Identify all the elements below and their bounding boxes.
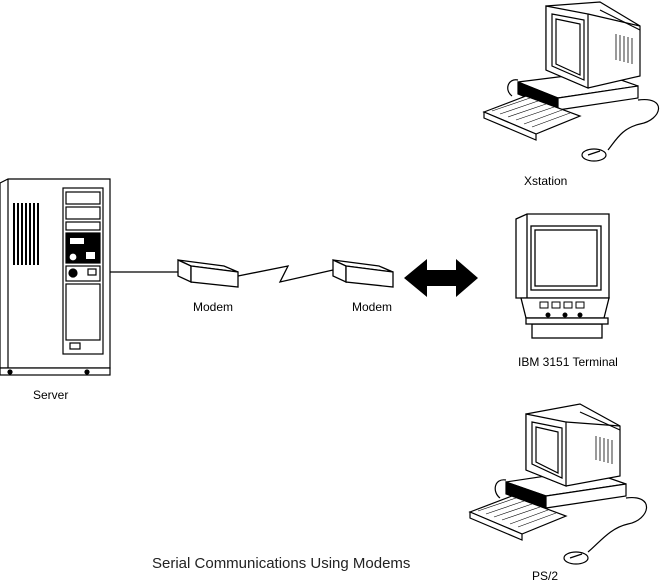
- xstation-label: Xstation: [524, 174, 567, 188]
- modem-left-icon: [177, 258, 239, 288]
- ibm-3151-terminal-icon: [515, 213, 610, 339]
- bidirectional-arrow-icon: [404, 259, 478, 297]
- modem-right-icon: [332, 258, 394, 288]
- phone-line: [237, 265, 334, 283]
- server-label: Server: [33, 388, 68, 402]
- terminal-label: IBM 3151 Terminal: [518, 355, 618, 369]
- diagram-caption: Serial Communications Using Modems: [152, 555, 410, 572]
- server-icon: [0, 178, 111, 376]
- ps2-label: PS/2: [532, 569, 558, 583]
- modem-right-label: Modem: [352, 300, 392, 314]
- ps2-computer-icon: [468, 403, 648, 565]
- modem-left-label: Modem: [193, 300, 233, 314]
- xstation-computer-icon: [482, 1, 660, 162]
